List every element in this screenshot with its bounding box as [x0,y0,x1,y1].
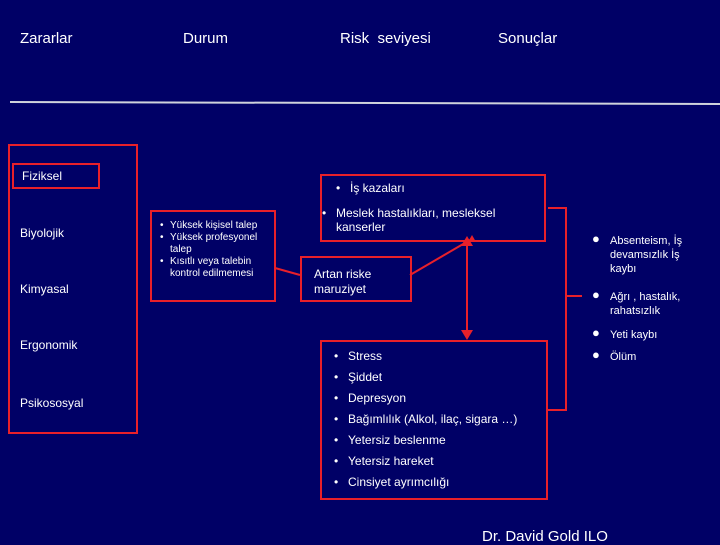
health-item: Şiddet [334,367,546,388]
hazard-kimyasal: Kimyasal [20,282,69,296]
result-item: Yeti kaybı [592,326,707,342]
risk-item: İş kazaları [336,180,540,196]
health-item: Cinsiyet ayrımcılığı [334,472,546,493]
header-risk-seviyesi: Risk seviyesi [340,30,431,47]
arrow-down-head [461,330,473,340]
footer-credit: Dr. David Gold ILO [482,528,608,545]
hazard-box-fiziksel: Fiziksel [12,163,100,189]
durum-item: Kısıtlı veya talebin kontrol edilmemesi [160,256,268,280]
health-item: Depresyon [334,388,546,409]
bracket-top [548,207,582,297]
risk-item: Meslek hastalıkları, mesleksel kanserler [322,206,544,234]
durum-item: Yüksek kişisel talep [160,220,268,232]
durum-box: Yüksek kişisel talep Yüksek profesyonel … [150,210,276,302]
result-item: Ağrı , hastalık, rahatsızlık [592,288,707,318]
header-zararlar: Zararlar [20,30,73,47]
health-item: Yetersiz beslenme [334,430,546,451]
header-divider [9,101,720,105]
artan-risk-label: Artan riske maruziyet [314,267,372,296]
result-item: Ölüm [592,348,707,364]
arrow-artan-to-top [409,239,471,276]
risk-top-box: İş kazaları Meslek hastalıkları, mesleks… [320,174,546,242]
artan-risk-box: Artan riske maruziyet [300,256,412,302]
health-effects-box: Stress Şiddet Depresyon Bağımlılık (Alko… [320,340,548,500]
result-item: Absenteism, İş devamsızlık İş kaybı [592,232,707,276]
arrow-durum-to-artan [274,267,301,276]
header-durum: Durum [183,30,229,47]
health-item: Yetersiz hareket [334,451,546,472]
hazard-biyolojik: Biyolojik [20,226,65,240]
health-item: Bağımlılık (Alkol, ilaç, sigara …) [334,409,546,430]
hazard-fiziksel: Fiziksel [22,169,63,183]
header-sonuclar: Sonuçlar [498,30,558,47]
health-item: Stress [334,346,546,367]
durum-item: Yüksek profesyonel talep [160,232,268,256]
hazard-psikososyal: Psikososyal [20,396,84,410]
hazard-ergonomik: Ergonomik [20,338,78,352]
hazards-frame [8,144,138,434]
results-list: Absenteism, İş devamsızlık İş kaybı Ağrı… [592,232,707,372]
bracket-bottom [548,296,567,411]
